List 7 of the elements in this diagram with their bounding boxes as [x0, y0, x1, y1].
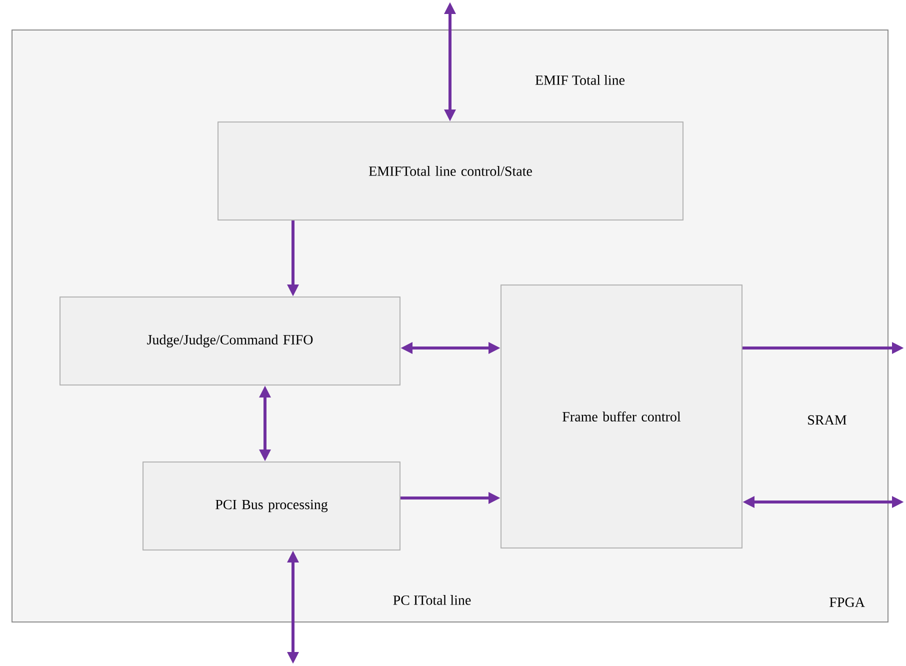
bus-label: PC ITotal line	[393, 595, 471, 605]
process-box: Frame buffer control	[500, 284, 742, 548]
process-box: EMIFTotal line control/State	[218, 122, 684, 220]
process-box: Judge/Judge/Command FIFO	[60, 296, 400, 386]
bus-label: EMIF Total line	[535, 75, 625, 85]
bus-label: SRAM	[808, 415, 846, 425]
process-box: PCI Bus processing	[142, 462, 400, 550]
